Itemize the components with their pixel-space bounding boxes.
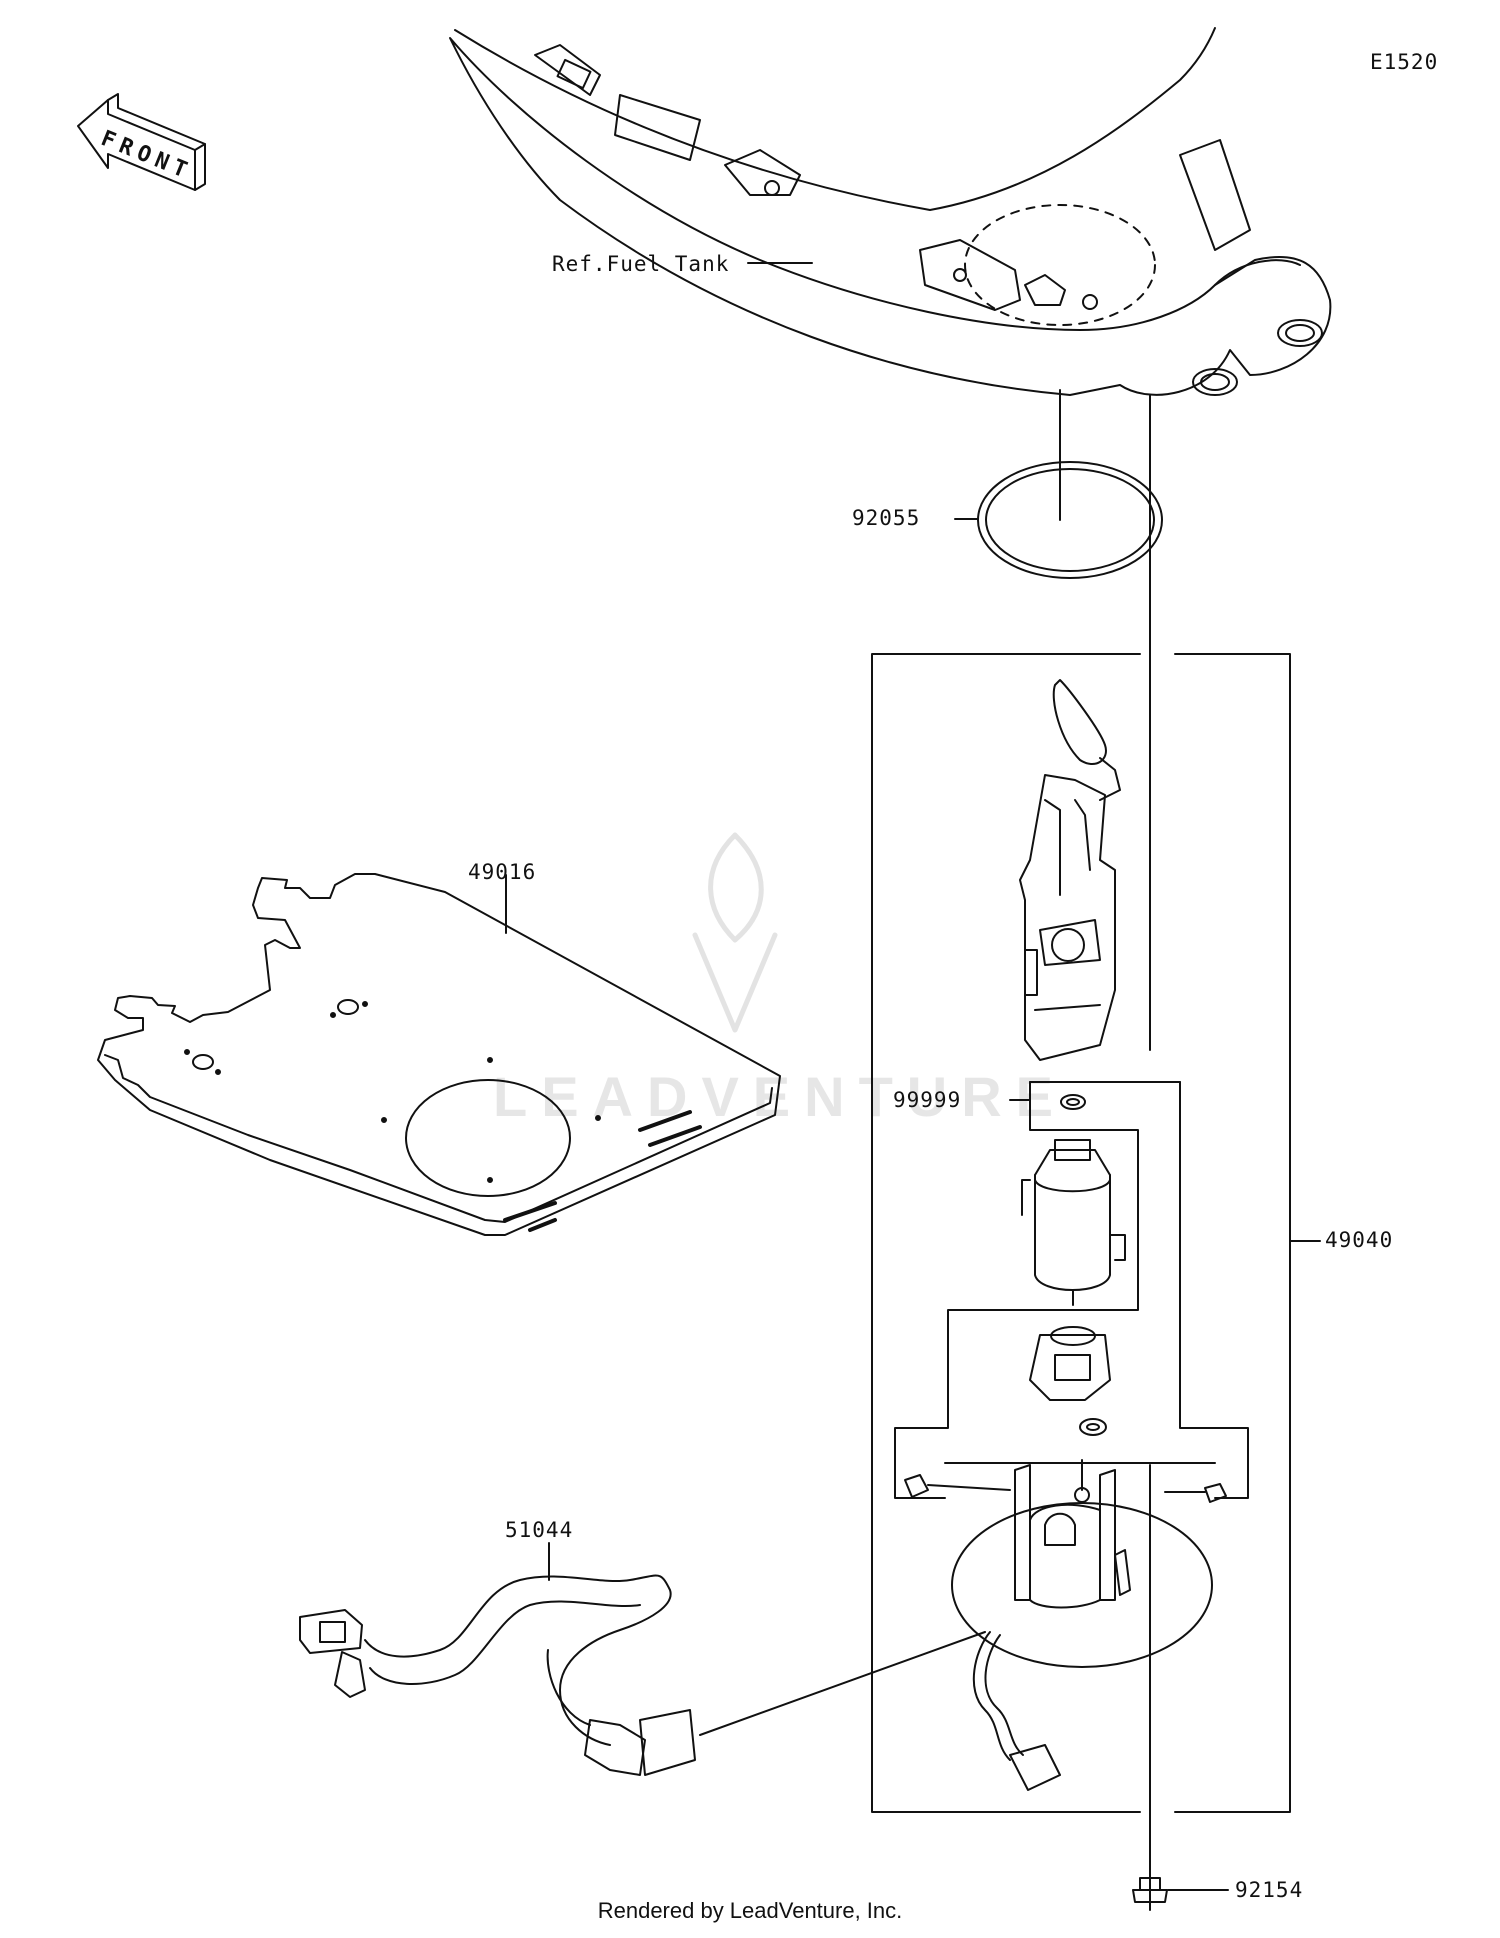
seal-99999[interactable] bbox=[1060, 1094, 1086, 1110]
part-label-92055[interactable]: 92055 bbox=[852, 506, 921, 530]
watermark-logo bbox=[692, 832, 778, 1033]
fuel-tank-outline bbox=[449, 27, 1332, 396]
wire-harness-51044[interactable] bbox=[299, 1574, 696, 1776]
footer-credit: Rendered by LeadVenture, Inc. bbox=[597, 1898, 903, 1923]
part-label-49040[interactable]: 49040 bbox=[1325, 1228, 1394, 1252]
pump-holder[interactable] bbox=[1029, 1326, 1111, 1401]
part-label-49016[interactable]: 49016 bbox=[468, 860, 537, 884]
screw-left[interactable] bbox=[904, 1474, 1011, 1498]
pump-bracket-upper[interactable] bbox=[1019, 679, 1121, 1061]
o-ring-92055[interactable] bbox=[977, 461, 1163, 579]
bracket-49040 bbox=[871, 653, 1321, 1813]
front-arrow-icon bbox=[77, 93, 206, 191]
diagram-code: E1520 bbox=[1370, 50, 1439, 74]
screw-right[interactable] bbox=[1164, 1483, 1227, 1503]
watermark-text: LEADVENTURE bbox=[493, 1065, 1068, 1128]
part-label-92154[interactable]: 92154 bbox=[1235, 1878, 1304, 1902]
fuel-pump-motor[interactable] bbox=[1021, 1139, 1126, 1306]
washer[interactable] bbox=[1079, 1418, 1107, 1436]
part-label-51044[interactable]: 51044 bbox=[505, 1518, 574, 1542]
part-label-99999[interactable]: 99999 bbox=[893, 1088, 962, 1112]
ref-fuel-tank-label: Ref.Fuel Tank bbox=[552, 252, 730, 276]
bolt-92154[interactable] bbox=[1132, 1861, 1168, 1903]
pump-base-plate[interactable] bbox=[951, 1459, 1213, 1791]
pad-49016[interactable] bbox=[97, 873, 781, 1236]
